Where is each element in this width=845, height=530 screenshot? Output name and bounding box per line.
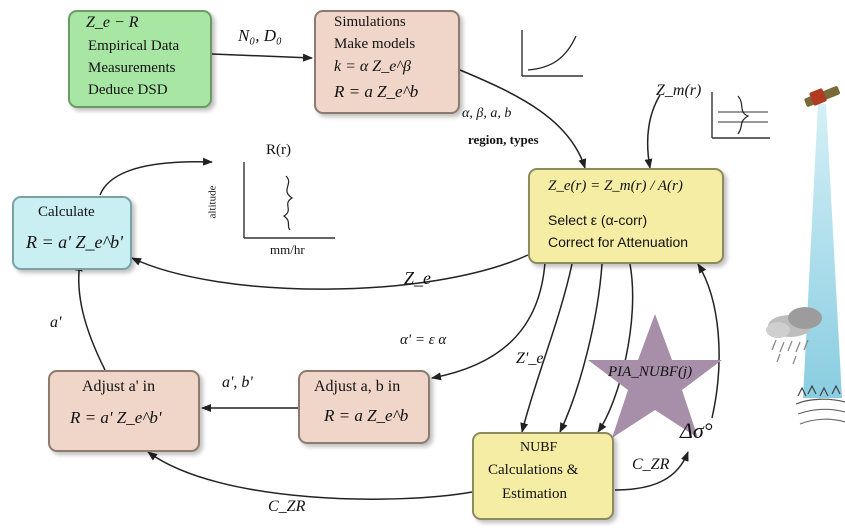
calculate-label: Calculate: [38, 204, 95, 221]
k-alpha-equation: k = α Z_e^β: [334, 58, 411, 76]
ze-arrow-label: Z_e: [404, 268, 431, 289]
r-a-equation: R = a Z_e^b: [334, 82, 418, 102]
arrow-zm-to-attenuation: [648, 95, 660, 168]
empirical-data-label: Empirical Data: [88, 38, 179, 55]
simulations-label: Simulations: [334, 14, 406, 31]
inset-plot-title: R(r): [266, 142, 291, 159]
czr-right-label: C_ZR: [632, 456, 669, 474]
arrow-attenuation-to-calculate: [132, 255, 528, 289]
region-types-label: region, types: [468, 132, 539, 148]
no-do-label: N₀, D₀: [238, 26, 282, 46]
adjust-a-prime-label: Adjust a' in: [82, 378, 155, 396]
select-epsilon-label: Select ε (α-corr): [548, 212, 647, 228]
sketch-plot-model-curve: [522, 30, 583, 76]
sketch-plot-zm-profile: [712, 92, 770, 138]
correct-attenuation-label: Correct for Attenuation: [548, 234, 688, 250]
params-label: α, β, a, b: [462, 106, 511, 122]
estimation-label: Estimation: [502, 486, 567, 503]
empirical-ze-r-label: Z_e − R: [86, 14, 139, 32]
arrow-empirical-to-simulations: [212, 54, 312, 58]
radar-beam: [803, 104, 842, 398]
inset-plot-axes: [244, 162, 335, 238]
calculate-equation: R = a' Z_e^b': [26, 232, 123, 253]
a-b-prime-label: a', b': [222, 374, 253, 392]
arrow-nubf-to-adjusta: [148, 452, 472, 499]
make-models-label: Make models: [334, 36, 415, 53]
adjust-ab-equation: R = a Z_e^b: [324, 406, 408, 426]
nubf-label: NUBF: [520, 440, 557, 456]
calculations-label: Calculations &: [488, 462, 578, 479]
zm-label: Z_m(r): [656, 82, 701, 100]
inset-plot-ylabel: altitude: [207, 186, 219, 219]
arrow-attenuation-to-nubf-1: [522, 264, 572, 432]
czr-bottom-label: C_ZR: [268, 498, 305, 516]
alpha-correction-label: α' = ε α: [400, 332, 446, 349]
arrow-calculate-to-plot: [100, 162, 212, 195]
deduce-dsd-label: Deduce DSD: [88, 82, 168, 99]
arrow-deltasigma-to-attenuation: [698, 264, 719, 418]
pia-nubf-label: PIA_NUBF(j): [608, 364, 692, 381]
ze-prime-label: Z'_e: [516, 350, 543, 368]
delta-sigma-label: Δσ°: [680, 418, 713, 444]
arrow-adjusta-to-calculate: [79, 262, 105, 370]
adjust-a-prime-equation: R = a' Z_e^b': [70, 408, 162, 428]
a-prime-label: a': [50, 314, 61, 332]
measurements-label: Measurements: [88, 60, 175, 77]
ze-equation: Z_e(r) = Z_m(r) / A(r): [548, 178, 683, 195]
adjust-ab-label: Adjust a, b in: [314, 378, 400, 396]
inset-plot-xlabel: mm/hr: [270, 242, 305, 258]
